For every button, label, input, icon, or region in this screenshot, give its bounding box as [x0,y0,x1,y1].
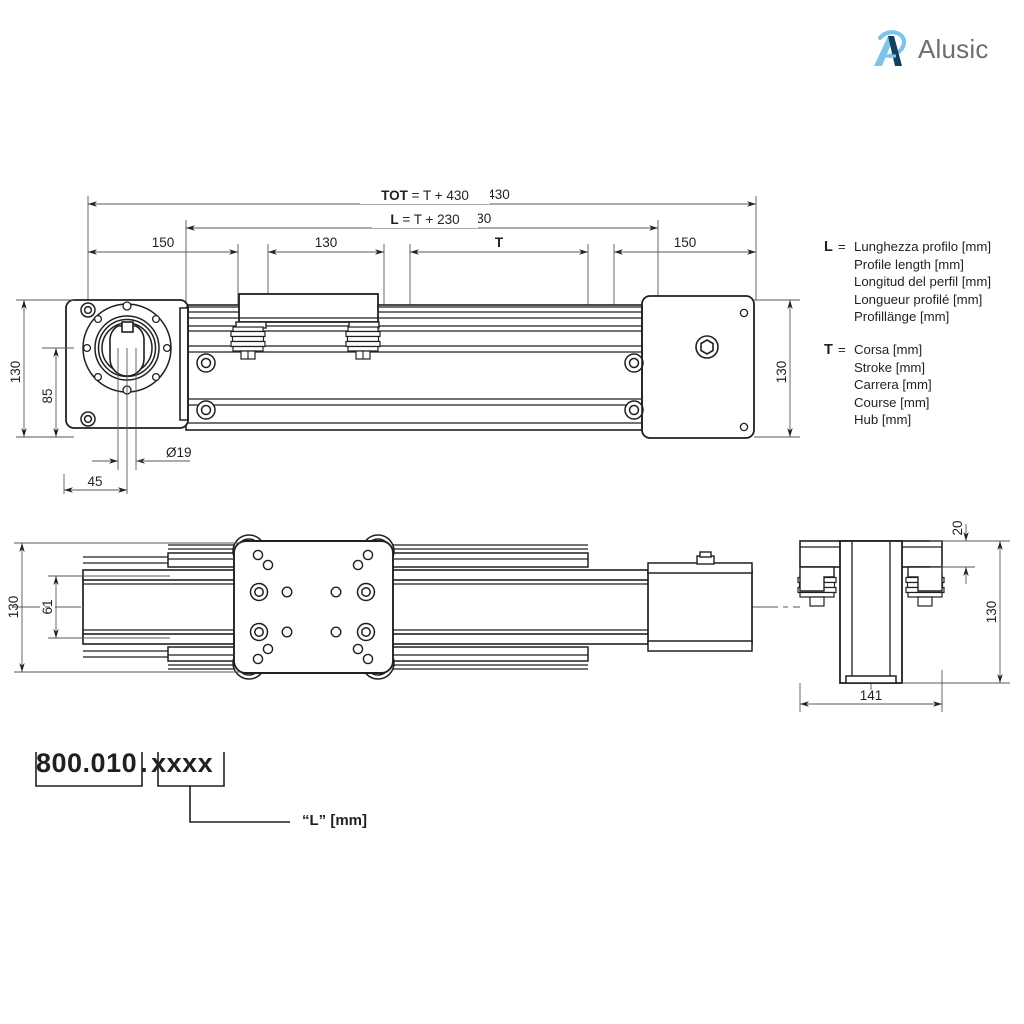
legend-L-line-it: Lunghezza profilo [mm] [854,239,992,254]
dim-tot-tail: = T + 430 [408,188,469,203]
dim-bore-diameter: Ø19 [166,445,192,460]
legend-L-line-fr: Longueur profilé [mm] [854,291,983,307]
legend-T-line-en: Stroke [mm] [854,359,926,375]
plan-dimension-group [14,542,240,673]
legend-group-T: T = Corsa [mm] Stroke [mm] Carrera [mm] … [824,341,1024,429]
dim-elev-height-85: 85 [40,388,55,403]
dim-tot-text: TOT = T + 430 [381,188,469,203]
part-number-callout: 800.010.xxxx [36,748,213,779]
bore-dimensions [63,348,190,494]
dim-l-tail: = T + 230 [399,212,460,227]
legend-L-line-en: Profile length [mm] [854,256,964,272]
legend-equals-T: = [838,341,846,357]
dim-stroke-T: T [495,235,504,250]
legend-symbol-T: T [824,341,833,358]
elevation-right-dimension [754,299,800,438]
section-dimension-group [799,524,1010,712]
elevation-vertical-dimensions [16,299,74,438]
dim-tot-bold: TOT [381,188,409,203]
dim-right-150: 150 [674,235,697,250]
dim-plan-height-130: 130 [6,596,21,619]
part-number-callout-label: “L” [mm] [302,812,367,829]
part-number-separator: . [140,748,149,778]
dim-elev-height-130: 130 [8,361,23,384]
legend-symbol-L: L [824,239,833,255]
legend-T-line-it: Corsa [mm] [854,341,923,357]
alusic-a-logo-icon [866,26,912,72]
brand-wordmark: Alusic [918,33,989,64]
dim-l-bold: L [390,212,398,227]
dim-section-width-141: 141 [860,688,883,703]
section-view [797,540,945,690]
part-number-leader [35,752,290,823]
dim-section-offset-20: 20 [950,520,965,535]
legend-T-line-de: Hub [mm] [854,412,912,428]
dim-plan-height-61: 61 [40,599,55,614]
plan-view [14,534,800,680]
dim-left-150: 150 [152,235,175,250]
legend-L-line-de: Profillänge [mm] [854,309,950,325]
brand-logo: Alusic [866,22,1016,76]
dim-bore-offset-45: 45 [87,474,102,489]
legend-T-line-es: Carrera [mm] [854,377,932,393]
symbol-legend: L = Lunghezza profilo [mm] Profile lengt… [824,238,1024,429]
dim-l-text: L = T + 230 [390,212,459,227]
part-number-variable: xxxx [151,748,214,778]
dim-section-height-130: 130 [984,601,999,624]
part-number-base: 800.010 [36,748,138,778]
elevation-view [65,293,755,439]
dim-elev-right-130: 130 [774,361,789,384]
dim-mid-130: 130 [315,235,338,250]
legend-equals-L: = [838,239,846,254]
legend-group-L: L = Lunghezza profilo [mm] Profile lengt… [824,238,1024,326]
legend-T-line-fr: Course [mm] [854,394,930,410]
legend-L-line-es: Longitud del perfil [mm] [854,274,992,290]
